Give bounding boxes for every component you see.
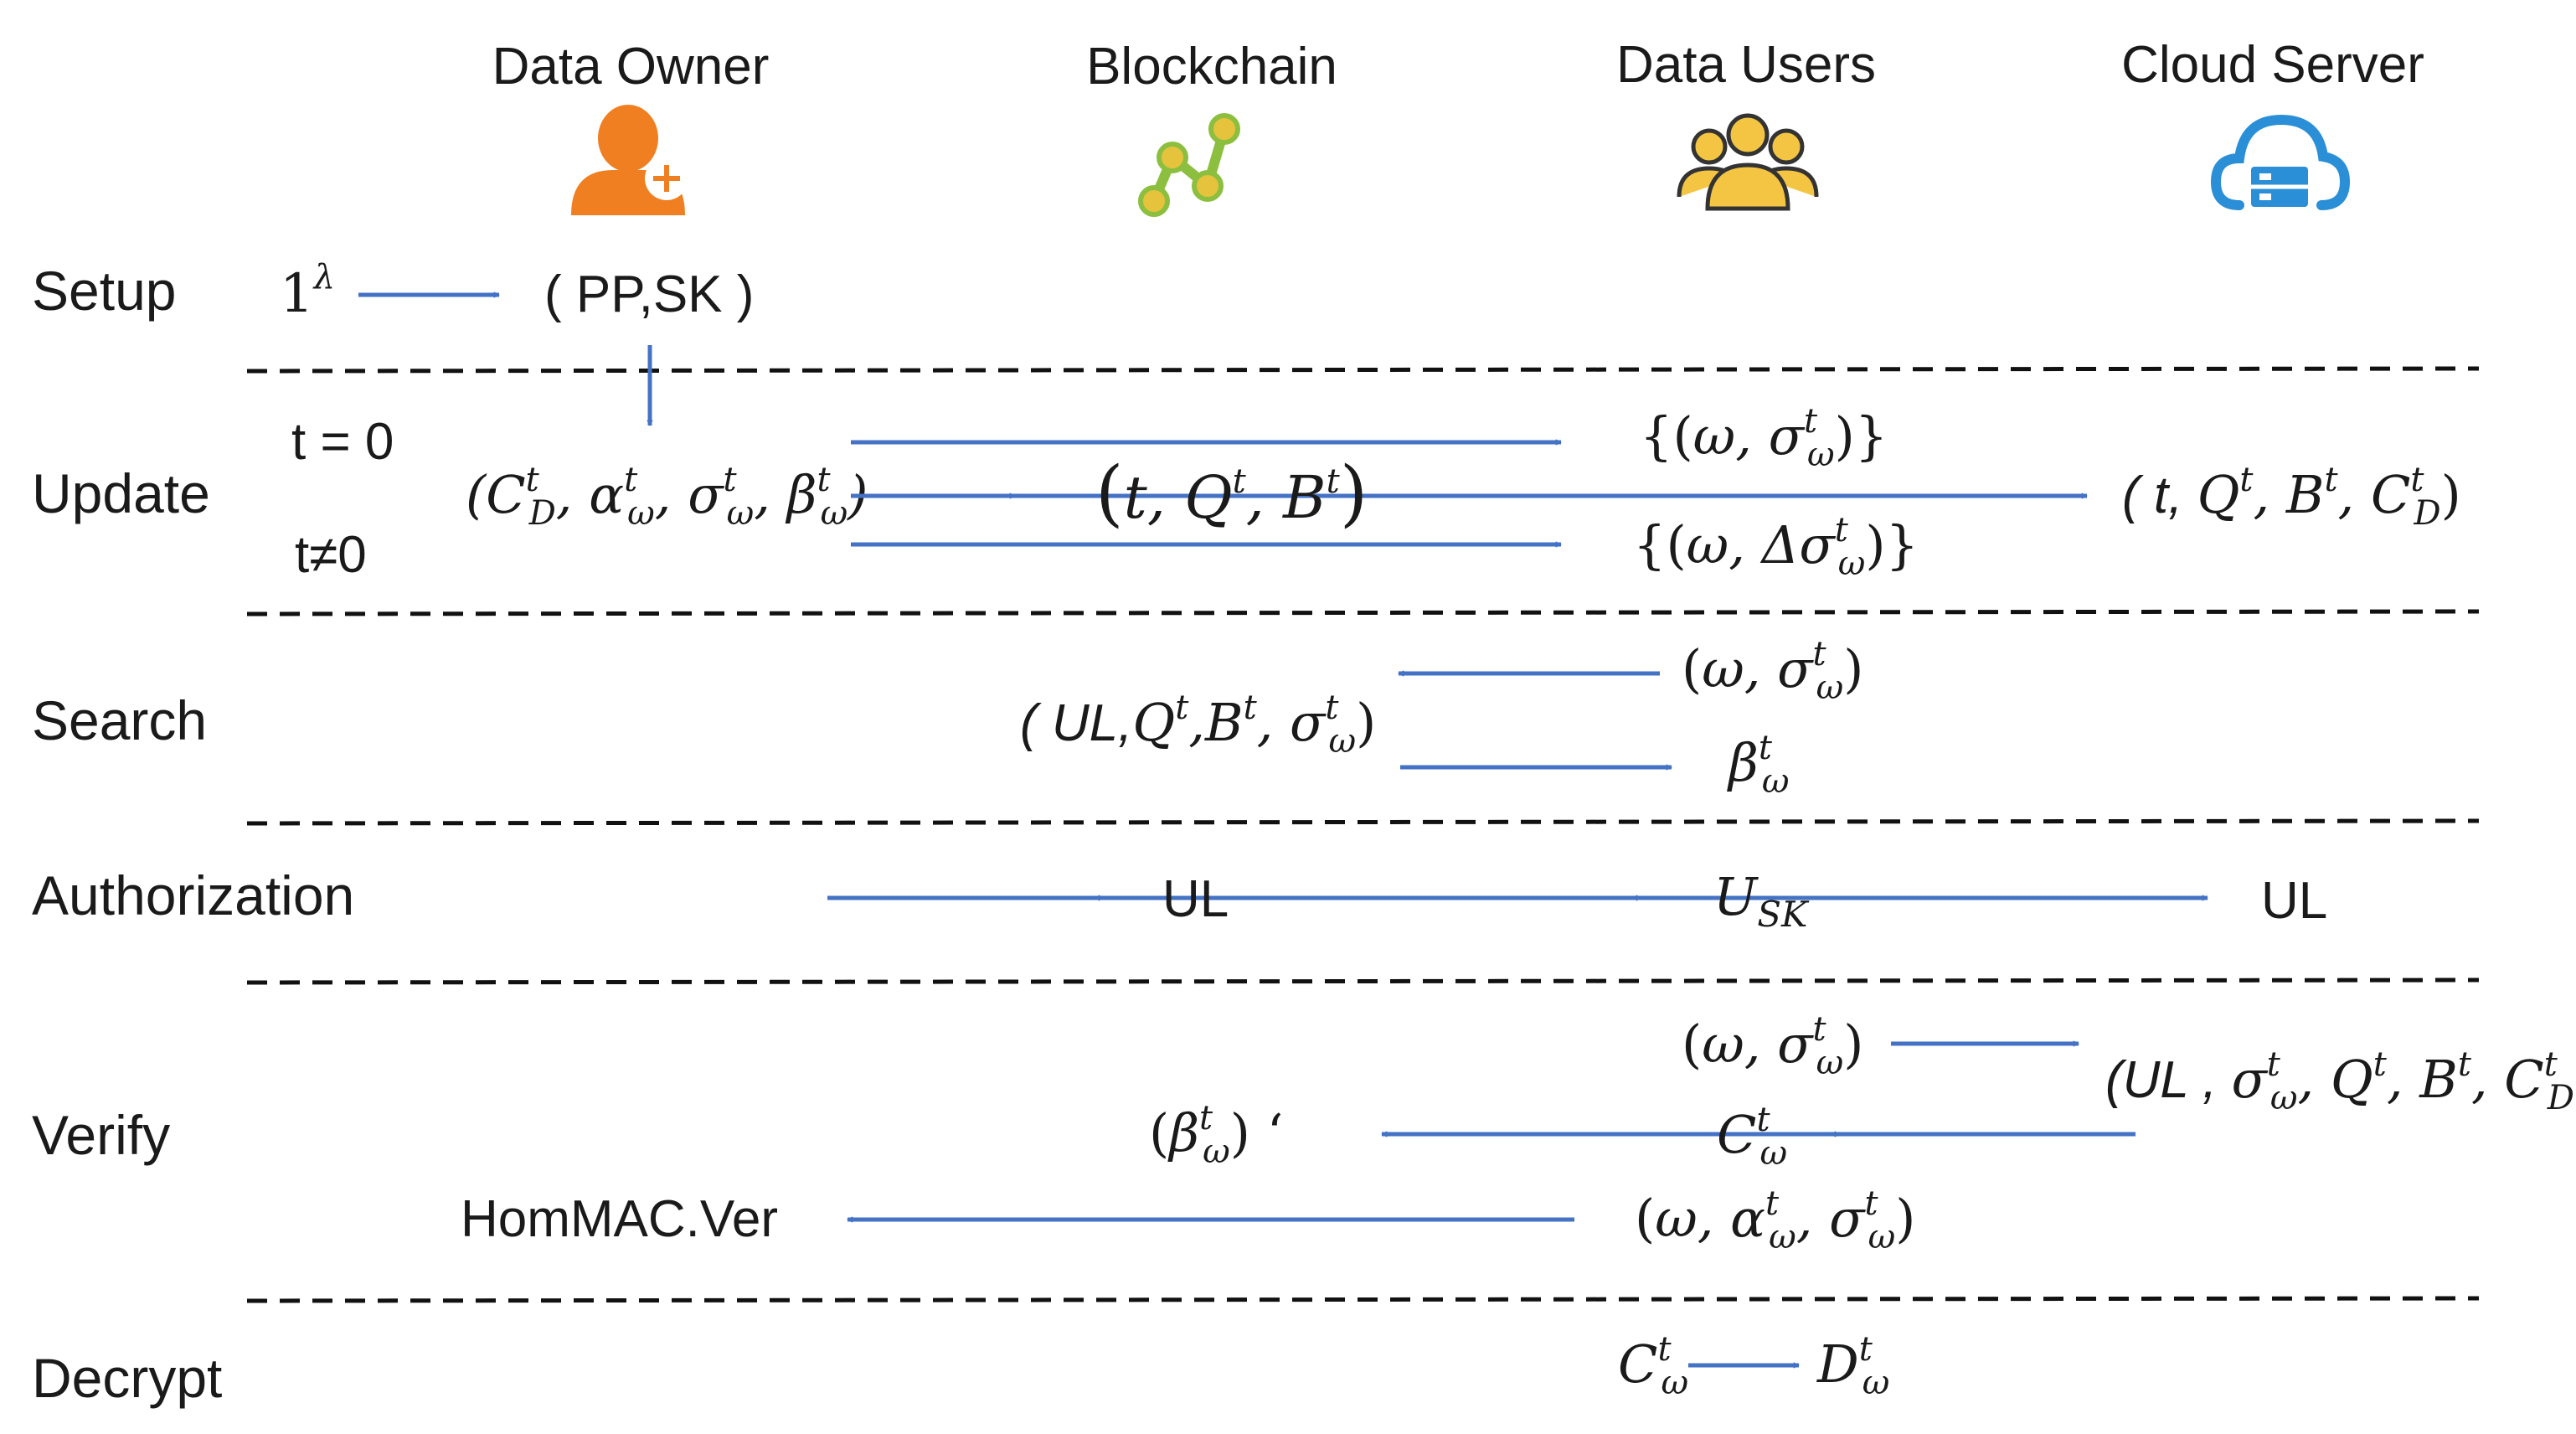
verify-owner-algorithm: HomMAC.Ver bbox=[461, 1190, 778, 1248]
phase-label-setup: Setup bbox=[32, 260, 176, 322]
phase-label-verify: Verify bbox=[32, 1104, 170, 1166]
update-condition-t-nonzero: t≠0 bbox=[295, 526, 367, 584]
user-add-icon bbox=[571, 105, 688, 215]
auth-cloud-list: UL bbox=[2261, 872, 2327, 930]
actor-label-blockchain: Blockchain bbox=[1086, 38, 1337, 95]
auth-chain-list: UL bbox=[1162, 870, 1229, 928]
setup-output-keys: ( PP,SK ) bbox=[544, 266, 754, 323]
divider-verify-decrypt bbox=[246, 1296, 2480, 1303]
divider-authorization-verify bbox=[246, 977, 2480, 985]
group-users-icon bbox=[1677, 113, 1819, 211]
divider-search-authorization bbox=[246, 818, 2480, 826]
phase-label-authorization: Authorization bbox=[32, 864, 354, 926]
update-chain-message: (t, Qt, Bt) bbox=[1095, 451, 1368, 535]
update-condition-t-zero: t = 0 bbox=[291, 413, 394, 471]
divider-update-search bbox=[246, 609, 2480, 616]
phase-label-decrypt: Decrypt bbox=[32, 1347, 222, 1409]
phase-label-search: Search bbox=[32, 689, 207, 751]
divider-setup-update bbox=[246, 366, 2480, 374]
setup-security-parameter: 1λ bbox=[280, 258, 335, 325]
verify-cloud-record: (UL , σtω, Qt, Bt, CtD) bbox=[2105, 1045, 2576, 1117]
cloud-server-icon bbox=[2210, 114, 2351, 210]
actor-label-cloud-server: Cloud Server bbox=[2121, 36, 2424, 94]
actor-label-data-users: Data Users bbox=[1616, 36, 1876, 94]
blockchain-icon bbox=[1138, 113, 1240, 217]
actor-label-data-owner: Data Owner bbox=[492, 38, 770, 95]
phase-label-update: Update bbox=[32, 462, 210, 524]
auth-user-key: USK bbox=[1713, 866, 1810, 935]
